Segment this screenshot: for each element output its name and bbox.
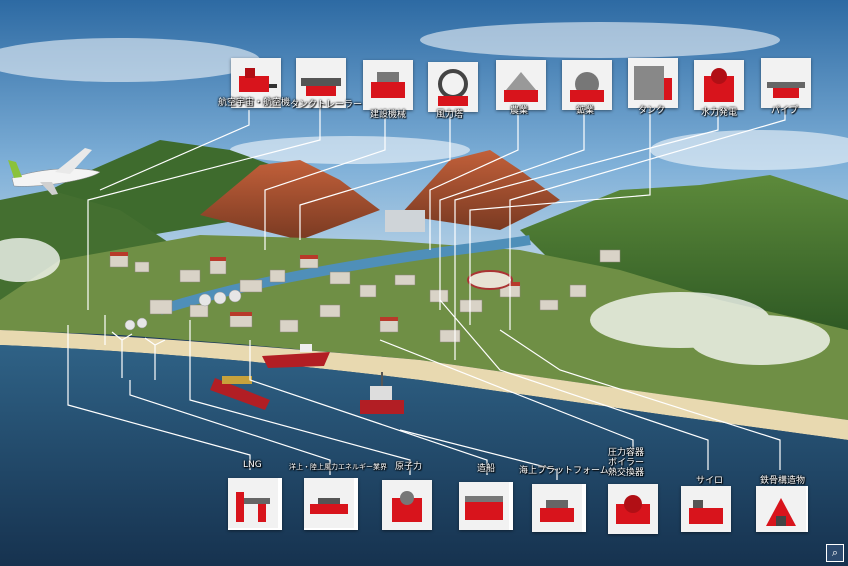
pipe-machine-icon (761, 58, 811, 108)
land (0, 235, 848, 420)
lng-machine-icon (228, 478, 278, 528)
label-pressure-vessel: 圧力容器 ボイラー 熱交換器 (608, 448, 645, 478)
wind-tower-machine-card[interactable] (428, 62, 478, 112)
wind-turbines (104, 315, 166, 380)
label-construction: 建設機械 (370, 110, 407, 120)
construction-machine-card[interactable] (363, 60, 413, 110)
label-aerospace: 航空宇宙・航空機 (218, 98, 291, 108)
nuclear-machine-card[interactable] (382, 480, 432, 530)
hydropower-machine-icon (694, 60, 744, 110)
pipe-machine-card[interactable] (761, 58, 811, 108)
steel-structure-machine-card[interactable] (756, 486, 808, 532)
label-silo: サイロ (696, 476, 724, 486)
silo-machine-card[interactable] (681, 486, 731, 532)
steel-structure-machine-icon (756, 486, 806, 532)
wind-energy-machine-icon (304, 478, 354, 528)
mining-machine-icon (562, 60, 612, 110)
agriculture-machine-icon (496, 60, 546, 110)
beach (0, 330, 848, 440)
connector-lines (67, 102, 786, 480)
agriculture-machine-card[interactable] (496, 60, 546, 110)
shipbuilding-machine-icon (459, 482, 509, 530)
offshore-platform-machine-card[interactable] (532, 484, 586, 532)
right-mountain (520, 175, 848, 330)
pressure-vessel-machine-card[interactable] (608, 484, 658, 534)
tank-machine-icon (628, 58, 678, 108)
tank-trailer-machine-icon (296, 58, 346, 108)
label-pipe: パイプ (771, 106, 799, 116)
silo-machine-icon (681, 486, 731, 532)
red-rock-left (200, 160, 380, 240)
fog (0, 238, 830, 365)
ships (210, 344, 404, 414)
tank-machine-card[interactable] (628, 58, 678, 108)
storage-tanks (124, 289, 242, 331)
wind-energy-machine-card[interactable] (304, 478, 358, 530)
aerospace-machine-card[interactable] (231, 58, 281, 108)
offshore-platform-machine-icon (532, 484, 582, 532)
label-wind-tower: 風力塔 (436, 110, 464, 120)
label-tank: タンク (638, 106, 666, 116)
label-wind-energy: 洋上・陸上風力エネルギー業界 (289, 463, 387, 471)
mining-machine-card[interactable] (562, 60, 612, 110)
construction-machine-icon (363, 60, 413, 110)
label-nuclear: 原子力 (395, 462, 423, 472)
nuclear-machine-icon (382, 480, 432, 530)
label-tank-trailer: タンクトレーラー (290, 100, 363, 110)
lng-machine-card[interactable] (228, 478, 282, 530)
label-offshore-platform: 海上プラットフォーム (519, 466, 609, 476)
label-lng: LNG (243, 460, 262, 470)
airplane (8, 148, 101, 195)
label-shipbuilding: 造船 (477, 464, 496, 474)
label-steel-structure: 鉄骨構造物 (760, 476, 806, 486)
label-agriculture: 農業 (510, 106, 529, 116)
wind-tower-machine-icon (428, 62, 478, 112)
pressure-vessel-machine-icon (608, 484, 658, 534)
tank-trailer-machine-card[interactable] (296, 58, 346, 108)
stadium (467, 270, 513, 290)
label-mining: 鉱業 (576, 106, 595, 116)
hydropower-machine-card[interactable] (694, 60, 744, 110)
magnifier-icon[interactable]: ⌕ (826, 544, 844, 562)
shipbuilding-machine-card[interactable] (459, 482, 513, 530)
label-hydropower: 水力発電 (701, 108, 738, 118)
aerospace-machine-icon (231, 58, 281, 108)
dam (385, 210, 425, 232)
city-buildings (109, 249, 621, 343)
clouds (0, 22, 848, 170)
